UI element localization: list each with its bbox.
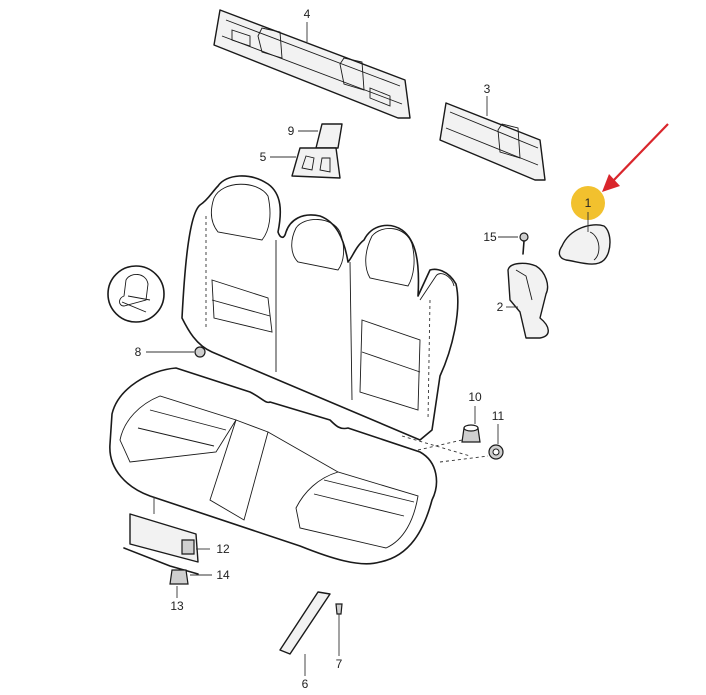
callout-8: 8 xyxy=(135,345,142,359)
callout-10: 10 xyxy=(468,390,482,404)
part-10-clip[interactable] xyxy=(461,424,481,443)
part-11-clip[interactable] xyxy=(488,444,504,460)
part-15-screw[interactable] xyxy=(498,232,529,255)
part-2-guide[interactable] xyxy=(507,262,549,339)
seat-backrest[interactable] xyxy=(181,175,459,441)
red-arrow-icon xyxy=(602,123,669,192)
callout-11: 11 xyxy=(492,409,505,423)
part-13-clip[interactable] xyxy=(169,569,189,585)
part-14-wire[interactable] xyxy=(123,547,199,575)
part-9-pad[interactable] xyxy=(315,123,343,149)
part-8-seat-symbol[interactable] xyxy=(107,265,206,358)
part-6-strip[interactable] xyxy=(279,591,331,655)
callout-6: 6 xyxy=(302,677,309,691)
part-1-headrest-guide[interactable] xyxy=(558,224,611,265)
callout-14: 14 xyxy=(216,568,230,582)
leader-lines xyxy=(153,22,589,676)
callout-12: 12 xyxy=(216,542,230,556)
part-4-trim-panel[interactable] xyxy=(213,9,411,119)
part-7-pin[interactable] xyxy=(335,603,343,615)
callout-7: 7 xyxy=(336,657,343,671)
part-5-bracket[interactable] xyxy=(291,147,341,179)
callout-9: 9 xyxy=(288,124,295,138)
callout-4: 4 xyxy=(304,7,311,21)
part-3-trim-panel[interactable] xyxy=(439,102,546,181)
callout-5: 5 xyxy=(260,150,267,164)
seat-cushion[interactable] xyxy=(109,367,471,565)
callout-15: 15 xyxy=(483,230,497,244)
callout-2: 2 xyxy=(497,300,504,314)
part-12-bracket[interactable] xyxy=(129,513,199,563)
callout-3: 3 xyxy=(484,82,491,96)
highlight-badge xyxy=(571,186,605,220)
callout-1: 1 xyxy=(585,196,592,210)
callout-13: 13 xyxy=(170,599,184,613)
